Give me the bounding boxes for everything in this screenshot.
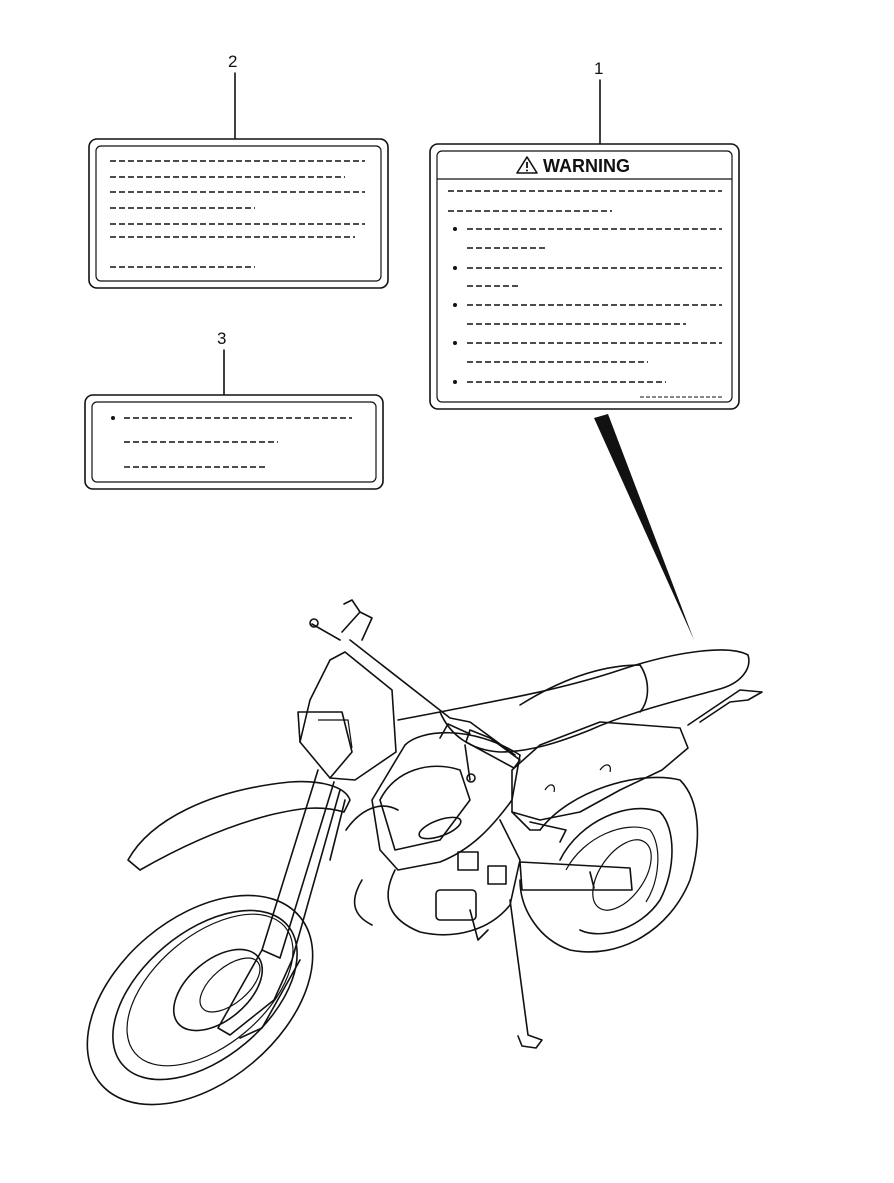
label-2-text-lines [110, 160, 365, 268]
warning-label-leader-wedge [594, 414, 694, 640]
callout-2[interactable]: 2 [228, 52, 237, 139]
label-3-text-lines [111, 416, 352, 468]
motorcycle-icon [86, 599, 763, 1106]
callout-2-number: 2 [228, 52, 237, 71]
callout-1-number: 1 [594, 59, 603, 78]
callout-3-number: 3 [217, 329, 226, 348]
callout-1[interactable]: 1 [594, 59, 603, 144]
label-2[interactable] [88, 138, 389, 289]
front-wheel [86, 894, 314, 1106]
warning-label[interactable]: WARNING [429, 143, 740, 410]
warning-heading: WARNING [543, 156, 630, 176]
label-3[interactable] [84, 394, 384, 490]
warning-triangle-icon [516, 156, 538, 174]
callout-3[interactable]: 3 [217, 329, 226, 395]
warning-text-lines [448, 190, 722, 398]
